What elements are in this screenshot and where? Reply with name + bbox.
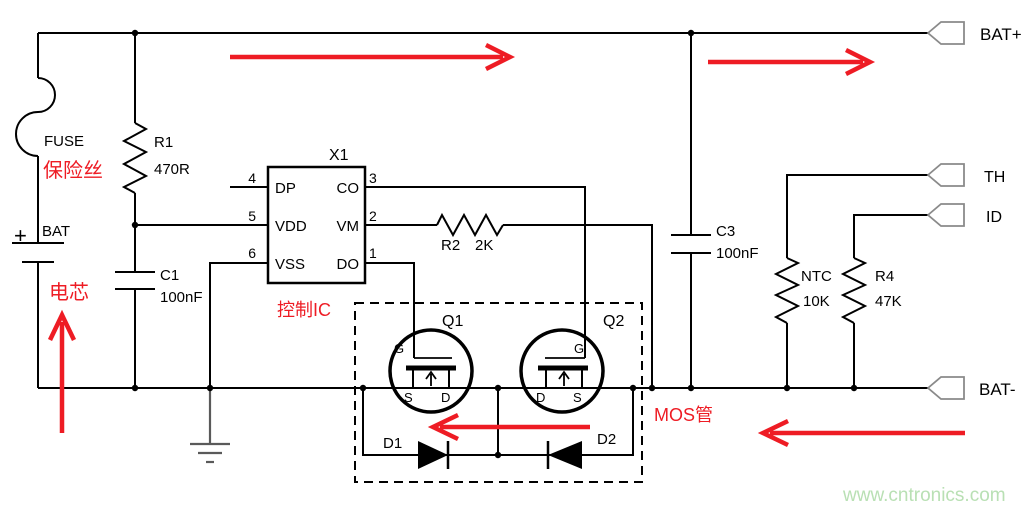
current-flow-arrow-bottom-right [757,418,965,448]
q1-mosfet-body [388,328,474,414]
r2-resistor-symbol [436,212,504,238]
junction-dot [359,384,367,392]
junction-dot [687,29,695,37]
bat-plus-terminal [926,21,965,45]
junction-dot [687,384,695,392]
q2-mosfet-body [519,328,605,414]
ic-pin-co-label: CO [337,180,360,197]
r1-value-label: 470R [154,161,190,178]
bat-plus-terminal-label: BAT+ [980,25,1022,44]
d1-diode-symbol [418,441,448,469]
q1-source-label: S [404,390,413,405]
r4-value-label: 47K [875,293,902,310]
battery-annotation-cn: 电芯 [49,281,89,304]
r1-resistor-symbol [121,122,149,194]
q1-drain-label: D [441,390,450,405]
id-terminal [926,203,965,227]
c3-ref-label: C3 [716,223,735,240]
junction-dot [131,221,139,229]
th-terminal-label: TH [984,169,1005,186]
battery-plus-sign: + [14,223,27,248]
junction-dot [648,384,656,392]
current-flow-arrow-top-left [230,42,516,72]
co-wire [365,186,586,358]
ntc-value-label: 10K [803,293,830,310]
fuse-label: FUSE [44,133,84,150]
ic-pin-vm-label: VM [337,218,360,235]
ic-ref-label: X1 [329,147,349,164]
ic-pin-vss-label: VSS [275,256,305,273]
r2-ref-label: R2 [441,237,460,254]
r4-resistor-symbol [840,257,868,324]
th-wire [786,174,928,258]
watermark-text: www.cntronics.com [842,485,1006,506]
current-flow-arrow-top-right [708,47,876,77]
current-flow-arrow-mos-left [427,412,590,442]
ntc-ref-label: NTC [801,268,832,285]
q1-body-arrow [425,370,437,386]
junction-dot [131,29,139,37]
ic-pin6-number: 6 [248,245,256,261]
q2-gate-label: G [574,341,584,356]
ic-pin2-number: 2 [369,208,377,224]
junction-dot [494,384,502,392]
c1-value-label: 100nF [160,289,203,306]
ic-pin-do-label: DO [337,256,360,273]
ic-pin-dp-label: DP [275,180,296,197]
battery-label: BAT [42,223,70,240]
junction-dot [131,384,139,392]
r1-ref-label: R1 [154,134,173,151]
junction-dots [131,29,858,459]
ntc-resistor-symbol [773,257,801,324]
current-flow-arrow-battery-up [47,309,77,433]
d2-ref-label: D2 [597,431,616,448]
q1-gate-label: G [394,341,404,356]
ic-pin1-number: 1 [369,245,377,261]
fuse-symbol [15,77,56,157]
junction-dot [206,384,214,392]
d1-ref-label: D1 [383,435,402,452]
junction-dot [783,384,791,392]
th-terminal [926,163,965,187]
ic-pin5-number: 5 [248,208,256,224]
q1-ref-label: Q1 [442,313,463,330]
q2-body-arrow [558,370,570,386]
vm-wire-right [503,224,653,388]
mosfet-annotation-cn: MOS管 [654,405,713,425]
c3-value-label: 100nF [716,245,759,262]
r2-value-label: 2K [475,237,493,254]
vss-wire [209,262,268,388]
id-wire [853,214,928,258]
id-terminal-label: ID [986,209,1002,226]
r4-ref-label: R4 [875,268,894,285]
bat-minus-terminal-label: BAT- [979,380,1016,399]
ic-pin-vdd-label: VDD [275,218,307,235]
junction-dot [494,451,502,459]
mosfet-block-outline [354,302,643,483]
d2-diode-symbol [548,441,582,469]
ic-pin3-number: 3 [369,170,377,186]
ic-pin4-number: 4 [248,170,256,186]
ic-annotation-cn: 控制IC [277,300,331,320]
c1-ref-label: C1 [160,267,179,284]
fuse-annotation-cn: 保险丝 [43,159,103,182]
do-wire [365,262,415,358]
q2-drain-label: D [536,390,545,405]
junction-dot [629,384,637,392]
q2-ref-label: Q2 [603,313,624,330]
junction-dot [850,384,858,392]
q2-source-label: S [573,390,582,405]
bat-minus-terminal [926,376,965,400]
